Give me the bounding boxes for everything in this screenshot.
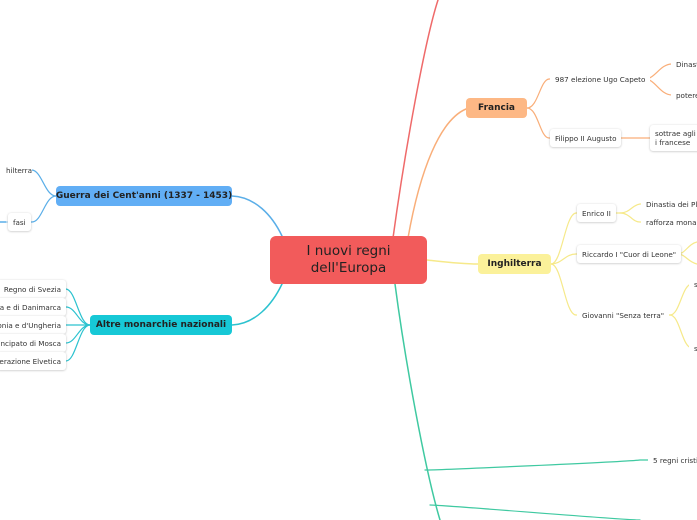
inghilterra-giovanni[interactable]: Giovanni "Senza terra": [577, 306, 670, 324]
francia-potere[interactable]: potere: [671, 86, 697, 104]
altre-main-line: [231, 283, 283, 326]
altre-elvetica[interactable]: derazione Elvetica: [0, 352, 66, 370]
altre-svezia[interactable]: Regno di Svezia: [0, 280, 66, 298]
francia-main-line: [407, 108, 467, 239]
green-regni-cristiani[interactable]: 5 regni cristi: [648, 451, 697, 469]
francia-dinastia[interactable]: Dinast: [671, 55, 697, 73]
red-branch-line: [392, 0, 439, 239]
root-label: I nuovi regni dell'Europa: [306, 243, 391, 276]
branch-altre[interactable]: Altre monarchie nazionali: [90, 315, 232, 335]
inghilterra-rafforza[interactable]: rafforza mona: [641, 213, 697, 231]
inghilterra-riccardo[interactable]: Riccardo I "Cuor di Leone": [577, 245, 682, 263]
inghilterra-giovanni-s1[interactable]: s: [689, 275, 697, 293]
guerra-main-line: [231, 195, 283, 237]
branch-guerra[interactable]: Guerra dei Cent'anni (1337 - 1453): [56, 186, 232, 206]
branch-guerra-label: Guerra dei Cent'anni (1337 - 1453): [55, 191, 233, 201]
francia-ugo-capeto[interactable]: 987 elezione Ugo Capeto: [550, 70, 651, 88]
inghilterra-plantageneti[interactable]: Dinastia dei Pl: [641, 195, 697, 213]
branch-francia[interactable]: Francia: [466, 98, 527, 118]
guerra-fasi[interactable]: fasi: [8, 213, 31, 231]
guerra-inghilterra[interactable]: hilterra: [0, 161, 32, 179]
inghilterra-enrico[interactable]: Enrico II: [577, 204, 616, 222]
branch-francia-label: Francia: [478, 103, 515, 113]
inghilterra-main-line: [426, 259, 479, 265]
francia-filippo[interactable]: Filippo II Augusto: [550, 129, 622, 147]
branch-altre-label: Altre monarchie nazionali: [95, 320, 227, 330]
branch-inghilterra-label: Inghilterra: [487, 259, 542, 269]
branch-inghilterra[interactable]: Inghilterra: [478, 254, 551, 274]
francia-sottrae[interactable]: sottrae agli i francese: [650, 125, 697, 151]
altre-danimarca[interactable]: ia e di Danimarca: [0, 298, 66, 316]
altre-mosca[interactable]: rincipato di Mosca: [0, 334, 66, 352]
root-node[interactable]: I nuovi regni dell'Europa: [270, 236, 427, 284]
inghilterra-giovanni-s2[interactable]: s: [689, 339, 697, 357]
green-branch-line: [394, 283, 441, 520]
altre-ungheria[interactable]: onia e d'Ungheria: [0, 316, 66, 334]
